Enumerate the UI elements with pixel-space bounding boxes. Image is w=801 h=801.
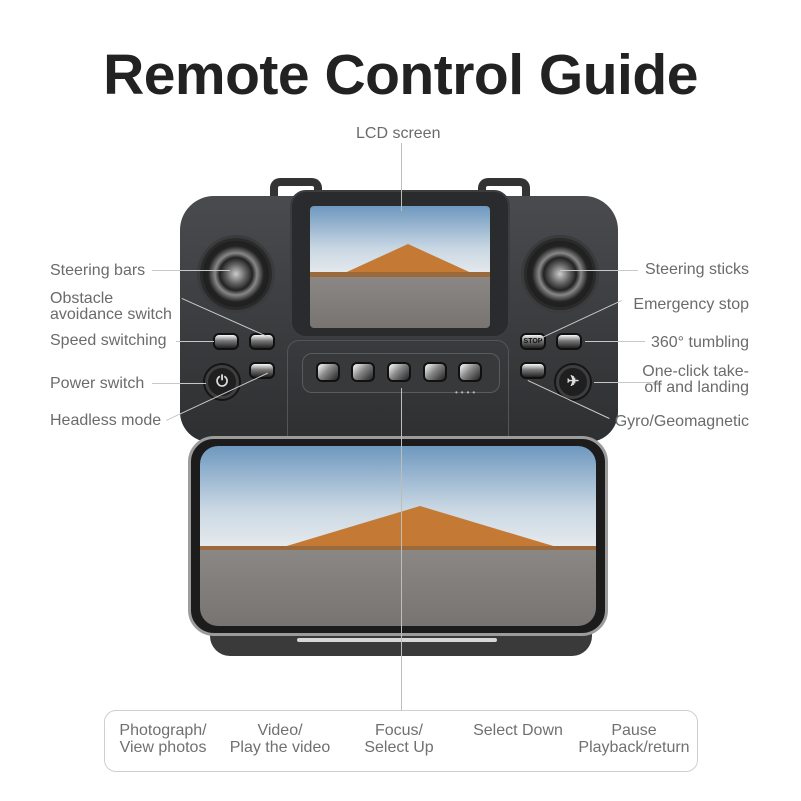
focus-up-button[interactable] <box>387 362 411 382</box>
pointer-line-bottom-panel <box>401 388 402 710</box>
pointer-line-steering-bars <box>152 270 230 271</box>
label-steering-bars: Steering bars <box>50 262 146 279</box>
label-steering-sticks: Steering sticks <box>644 261 749 278</box>
label-takeoff-line2: off and landing <box>644 379 749 396</box>
obstacle-avoidance-button[interactable] <box>249 333 275 350</box>
power-icon: ⏻ <box>216 373 228 390</box>
phone-holder-bar <box>297 638 497 642</box>
pointer-line-tumbling <box>585 341 645 342</box>
takeoff-landing-button[interactable]: ✈ <box>556 365 590 399</box>
bottom-legend-box <box>104 710 698 772</box>
legend-photograph: Photograph/ View photos <box>108 722 218 756</box>
legend-select-down: Select Down <box>464 722 572 739</box>
label-headless-mode: Headless mode <box>50 412 162 429</box>
lcd-screen <box>310 206 490 328</box>
pointer-line-steering-sticks <box>560 270 638 271</box>
legend-video: Video/ Play the video <box>222 722 338 756</box>
label-takeoff-line1: One-click take- <box>642 363 749 380</box>
label-speed-switching: Speed switching <box>50 332 167 349</box>
pointer-line-takeoff <box>594 382 660 383</box>
label-gyro: Gyro/Geomagnetic <box>614 413 749 430</box>
left-steering-stick[interactable] <box>200 238 272 310</box>
photo-button[interactable] <box>316 362 340 382</box>
right-steering-stick[interactable] <box>524 238 596 310</box>
emergency-stop-button[interactable]: STOP <box>520 333 546 350</box>
pointer-line-power <box>152 383 206 384</box>
legend-photograph-line1: Photograph/ <box>119 722 207 739</box>
headless-mode-button[interactable] <box>249 362 275 379</box>
legend-pause: Pause Playback/return <box>572 722 696 756</box>
label-lcd-screen: LCD screen <box>356 125 441 142</box>
legend-video-line1: Video/ <box>257 722 303 739</box>
gyro-calibration-button[interactable] <box>520 362 546 379</box>
video-button[interactable] <box>351 362 375 382</box>
legend-focus-line1: Focus/ <box>374 722 423 739</box>
legend-video-line2: Play the video <box>229 739 331 756</box>
legend-pause-line1: Pause <box>611 722 657 739</box>
label-360-tumbling: 360° tumbling <box>650 334 749 351</box>
pointer-line-lcd <box>401 143 402 211</box>
label-power-switch: Power switch <box>50 375 145 392</box>
select-down-button[interactable] <box>423 362 447 382</box>
legend-select-down-line1: Select Down <box>473 722 563 739</box>
indicator-dots: •••• <box>455 388 479 397</box>
label-obstacle-line2: avoidance switch <box>50 306 172 323</box>
phone-screen <box>200 446 596 626</box>
label-emergency-stop: Emergency stop <box>633 296 749 313</box>
pointer-line-speed <box>176 341 214 342</box>
tumbling-button[interactable] <box>556 333 582 350</box>
page-title: Remote Control Guide <box>103 43 698 107</box>
legend-photograph-line2: View photos <box>119 739 207 756</box>
legend-focus-line2: Select Up <box>364 739 434 756</box>
pause-return-button[interactable] <box>458 362 482 382</box>
speed-switch-button[interactable] <box>213 333 239 350</box>
legend-focus: Focus/ Select Up <box>350 722 448 756</box>
takeoff-icon: ✈ <box>566 373 580 390</box>
label-obstacle-line1: Obstacle <box>50 290 114 307</box>
center-panel-frame <box>287 340 509 444</box>
legend-pause-line2: Playback/return <box>578 739 690 756</box>
